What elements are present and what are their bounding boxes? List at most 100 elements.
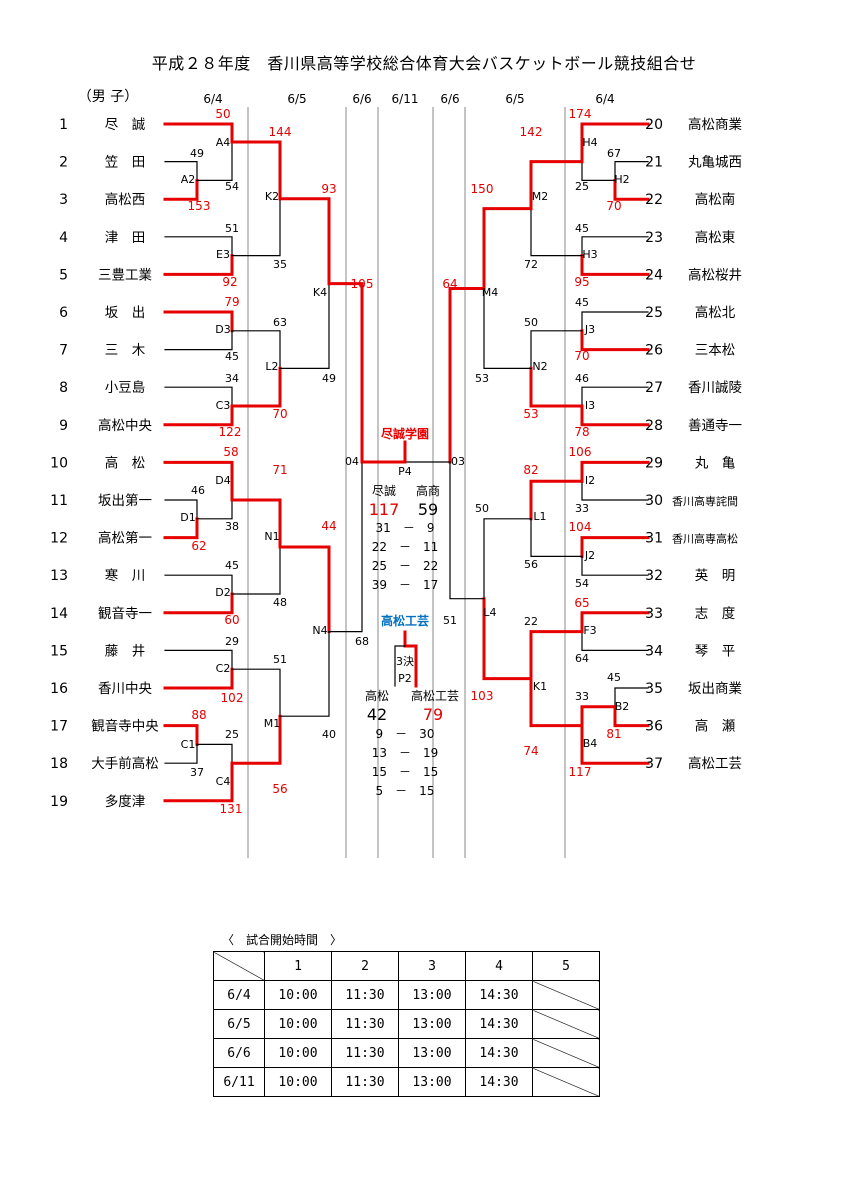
score-winner: 71 [272,463,287,477]
column-dividers [247,107,566,858]
score-loser: 49 [322,372,336,385]
score-loser: 64 [575,652,589,665]
bracket-line [164,574,233,595]
score-loser: 34 [225,372,239,385]
schedule-row: 6/11 10:00 11:30 13:00 14:30 [213,1067,600,1097]
bracket-line [164,236,233,257]
team-name: 津 田 [105,230,146,246]
bracket-line [230,366,282,408]
game-label: C3 [216,399,231,412]
bracket-line [278,197,331,286]
third-quarter: 13 － 19 [372,746,439,760]
team-number: 6 [59,305,68,321]
final-score-a: 117 [369,500,400,519]
score-winner: 50 [215,107,230,121]
team-name: 坂出第一 [98,492,152,509]
score-winner: 153 [188,199,211,213]
schedule-time: 13:00 [398,1067,466,1097]
team-number: 29 [645,455,663,471]
team-name: 丸 亀 [695,455,736,471]
schedule-date: 6/6 [213,1038,265,1068]
score-winner: 58 [223,445,238,459]
score-loser: 49 [190,147,204,160]
final-game-label: P4 [398,465,412,478]
team-number: 19 [50,794,68,810]
game-label: H4 [582,136,597,149]
final-team-b: 高商 [416,483,440,498]
final-quarter: 39 － 17 [372,578,439,592]
schedule-time: 14:30 [465,1009,533,1039]
score-winner: 74 [523,744,538,758]
game-label: N1 [264,530,279,543]
bracket-line [163,254,234,276]
bracket-line [580,329,650,352]
third-quarter: 15 － 15 [372,765,439,779]
schedule-time: 13:00 [398,980,466,1010]
score-loser: 63 [273,316,287,329]
score-winner: 64 [442,277,457,291]
team-number: 36 [645,719,663,735]
score-winner: 93 [321,182,336,196]
team-number: 13 [50,568,68,584]
score-winner: 65 [574,596,589,610]
score-loser: 35 [273,258,287,271]
team-name: 英 明 [695,567,736,584]
game-label: J2 [584,549,595,562]
score-winner: 44 [321,519,336,533]
third-score-a: 42 [367,705,387,724]
team-name: 寒 川 [105,567,146,584]
game-label: H2 [614,173,629,186]
team-name: 三豊工業 [98,267,152,283]
team-name: 小豆島 [105,380,146,396]
schedule-col-2: 2 [331,951,399,981]
team-number: 30 [645,493,663,509]
score-winner: 53 [523,407,538,421]
bracket-line [163,724,199,746]
third-game-code: P2 [398,672,412,685]
bracket-line [279,283,330,369]
game-label: C2 [216,662,231,675]
bracket-line [163,761,234,803]
bracket-line [163,460,234,502]
game-label: K1 [533,680,547,693]
game-label: I3 [585,399,595,412]
score-winner: 92 [222,275,237,289]
bracket-line [449,461,485,600]
game-label: K4 [313,286,327,299]
team-number: 10 [50,455,68,471]
final-team-a: 尽誠 [372,484,396,498]
bracket-line [580,460,650,483]
date-header: 6/5 [287,92,306,106]
date-header: 6/6 [440,92,459,106]
team-number: 26 [645,343,663,359]
score-loser: 45 [607,671,621,684]
game-label: C4 [216,775,231,788]
page-title: 平成２８年度 香川県高等学校総合体育大会バスケットボール競技組合せ [151,54,697,73]
bracket-line [196,499,233,520]
bracket-line [163,592,234,615]
team-name: 観音寺中央 [91,718,159,735]
game-label: F3 [583,624,596,637]
team-number: 17 [50,719,68,735]
team-name: 坂 出 [105,305,146,321]
schedule-title: 〈 試合開始時間 〉 [222,933,343,947]
score-winner: 102 [221,691,244,705]
bracket-line [231,330,281,369]
final-quarter: 22 － 11 [372,540,439,554]
team-name: 高松中央 [98,417,152,434]
score-loser: 25 [575,180,589,193]
score-winner: 60 [224,613,239,627]
score-loser: 48 [273,596,287,609]
score-loser: 33 [575,502,589,515]
game-label: L4 [483,606,496,619]
bracket-line [580,724,650,765]
third-score-b: 79 [423,705,443,724]
bracket-line [580,536,650,558]
schedule-time: 14:30 [465,980,533,1010]
team-name: 高松桜井 [688,266,742,283]
bracket-line [529,160,584,211]
game-label: J3 [584,323,595,336]
bracket-line [530,208,583,257]
